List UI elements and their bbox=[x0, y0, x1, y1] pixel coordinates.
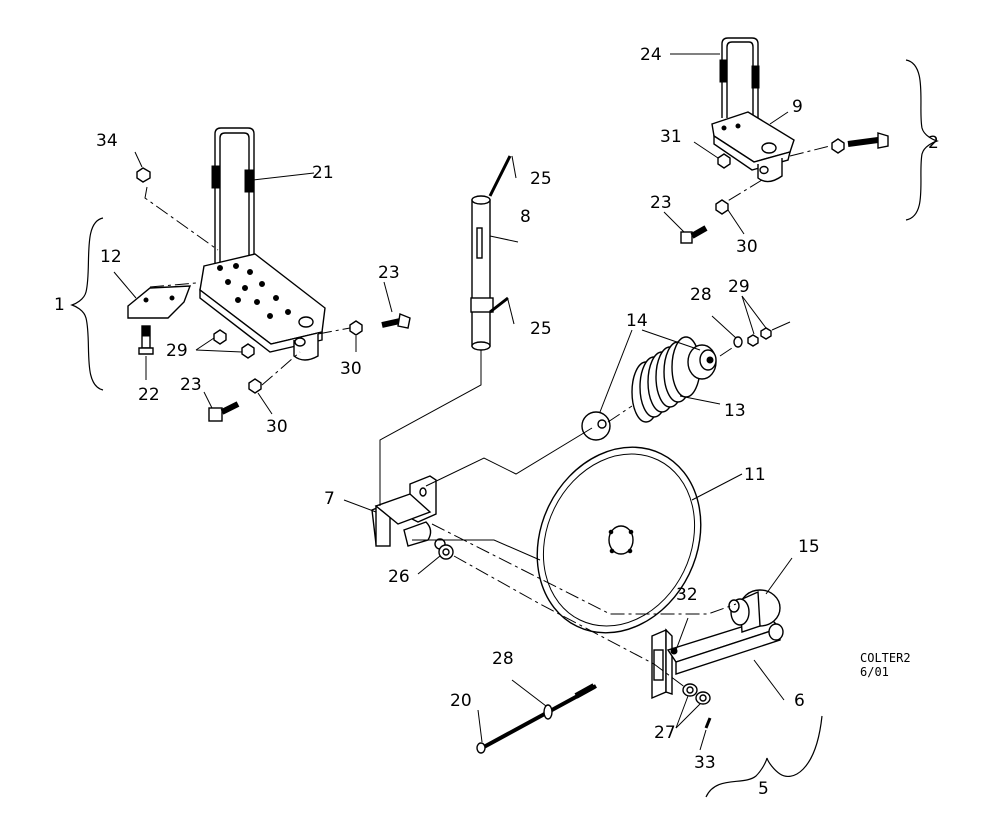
group-brace-2 bbox=[905, 59, 939, 221]
callout-28-a: 28 bbox=[690, 285, 712, 305]
spring-13 bbox=[631, 336, 701, 423]
callout-6: 6 bbox=[794, 691, 805, 711]
bolt-23-top bbox=[680, 225, 708, 244]
nut-30-left bbox=[248, 378, 262, 394]
nut-29-b bbox=[241, 343, 255, 359]
bolt-top-right bbox=[831, 132, 889, 154]
group-label-1: 1 bbox=[54, 295, 65, 315]
callout-26: 26 bbox=[388, 567, 410, 587]
group-label-2: 2 bbox=[928, 133, 939, 153]
drawing-date: 6/01 bbox=[860, 665, 889, 679]
group-label-5: 5 bbox=[758, 779, 769, 799]
callout-31: 31 bbox=[660, 127, 682, 147]
cotter-pin-33 bbox=[704, 717, 712, 729]
callout-27: 27 bbox=[654, 723, 676, 743]
clamp-plate-12 bbox=[127, 285, 192, 319]
callout-22: 22 bbox=[138, 385, 160, 405]
spring-cup-14-upper bbox=[687, 344, 717, 380]
group-brace-1 bbox=[70, 217, 104, 391]
bracket-7 bbox=[371, 475, 446, 550]
callout-13: 13 bbox=[724, 401, 746, 421]
washers-28-29 bbox=[733, 321, 791, 348]
callout-24: 24 bbox=[640, 45, 662, 65]
nut-30-top bbox=[715, 199, 729, 215]
u-bolt-24 bbox=[721, 37, 759, 126]
callout-20: 20 bbox=[450, 691, 472, 711]
callout-23-c: 23 bbox=[650, 193, 672, 213]
callout-23-b: 23 bbox=[180, 375, 202, 395]
callout-33: 33 bbox=[694, 753, 716, 773]
callout-29-b: 29 bbox=[728, 277, 750, 297]
arm-6 bbox=[651, 617, 784, 700]
shaft-8 bbox=[470, 155, 512, 351]
callout-25-a: 25 bbox=[530, 169, 552, 189]
hub-15 bbox=[728, 589, 781, 633]
callout-15: 15 bbox=[798, 537, 820, 557]
bolt-23-right bbox=[381, 313, 411, 329]
callout-11: 11 bbox=[744, 465, 766, 485]
nut-31 bbox=[717, 153, 731, 169]
callout-8: 8 bbox=[520, 207, 531, 227]
callout-30-c: 30 bbox=[736, 237, 758, 257]
callout-34: 34 bbox=[96, 131, 118, 151]
callout-14: 14 bbox=[626, 311, 648, 331]
callout-28-b: 28 bbox=[492, 649, 514, 669]
nut-34 bbox=[136, 167, 151, 183]
callout-30-b: 30 bbox=[266, 417, 288, 437]
mount-assembly-right bbox=[680, 37, 889, 244]
callout-9: 9 bbox=[792, 97, 803, 117]
callout-30-a: 30 bbox=[340, 359, 362, 379]
pin-20 bbox=[476, 683, 597, 754]
callout-12: 12 bbox=[100, 247, 122, 267]
washer-28-lower bbox=[543, 704, 553, 720]
callout-32: 32 bbox=[676, 585, 698, 605]
washers-27 bbox=[682, 683, 711, 705]
callout-23-a: 23 bbox=[378, 263, 400, 283]
callout-29-a: 29 bbox=[166, 341, 188, 361]
nut-29-a bbox=[213, 329, 227, 345]
callout-7: 7 bbox=[324, 489, 335, 509]
bolt-22 bbox=[138, 325, 154, 355]
nut-30-right bbox=[349, 320, 363, 336]
coulter-disc-11 bbox=[536, 446, 702, 634]
bolt-23-left bbox=[208, 401, 240, 422]
callout-21: 21 bbox=[312, 163, 334, 183]
mount-assembly-left bbox=[127, 127, 411, 422]
spring-cup-14-lower bbox=[581, 411, 611, 441]
group-brace-5 bbox=[705, 715, 823, 798]
drawing-code: COLTER2 bbox=[860, 651, 911, 665]
u-bolt-21 bbox=[214, 127, 255, 276]
callout-25-b: 25 bbox=[530, 319, 552, 339]
